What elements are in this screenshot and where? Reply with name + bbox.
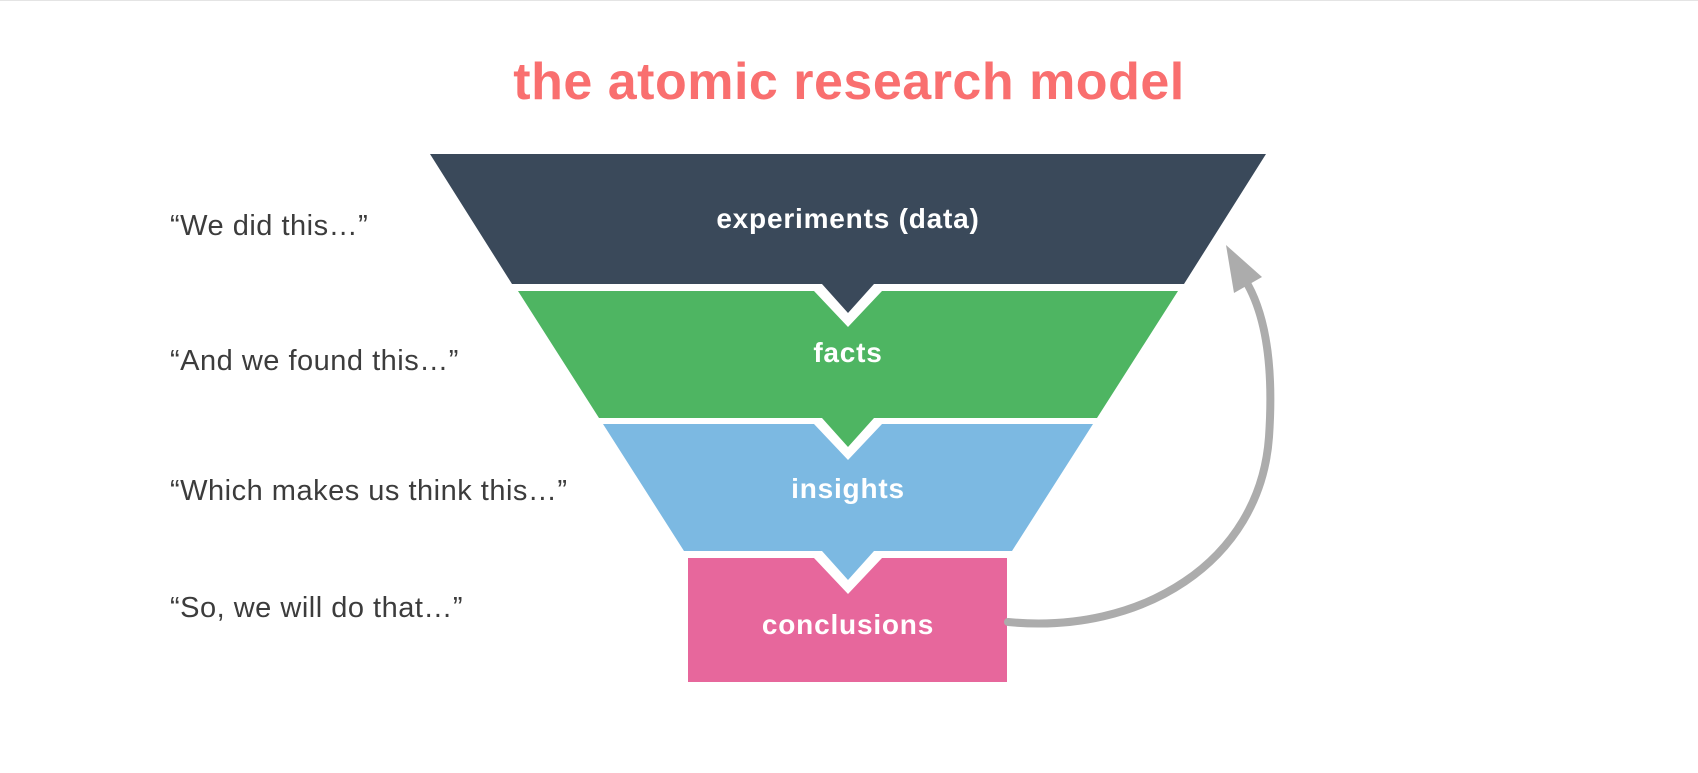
annotation-facts: “And we found this…”: [170, 345, 459, 377]
loopback-arrowhead-icon: [1226, 245, 1262, 293]
layer-label-insights: insights: [791, 473, 905, 504]
annotation-insights: “Which makes us think this…”: [170, 475, 568, 507]
funnel-layer-insights-shape: [603, 424, 1093, 580]
layer-label-conclusions: conclusions: [761, 609, 935, 640]
funnel-layer-conclusions-shape: [688, 558, 1007, 682]
funnel-layer-experiments-shape: [430, 154, 1266, 313]
annotation-conclusions: “So, we will do that…”: [170, 592, 464, 624]
funnel-layer-facts-shape: [518, 291, 1178, 447]
annotation-experiments: “We did this…”: [170, 210, 369, 242]
layer-label-facts: facts: [813, 337, 883, 368]
layer-label-experiments: experiments (data): [716, 203, 980, 234]
diagram-title: the atomic research model: [513, 53, 1185, 111]
loopback-arrow: [1004, 281, 1275, 628]
